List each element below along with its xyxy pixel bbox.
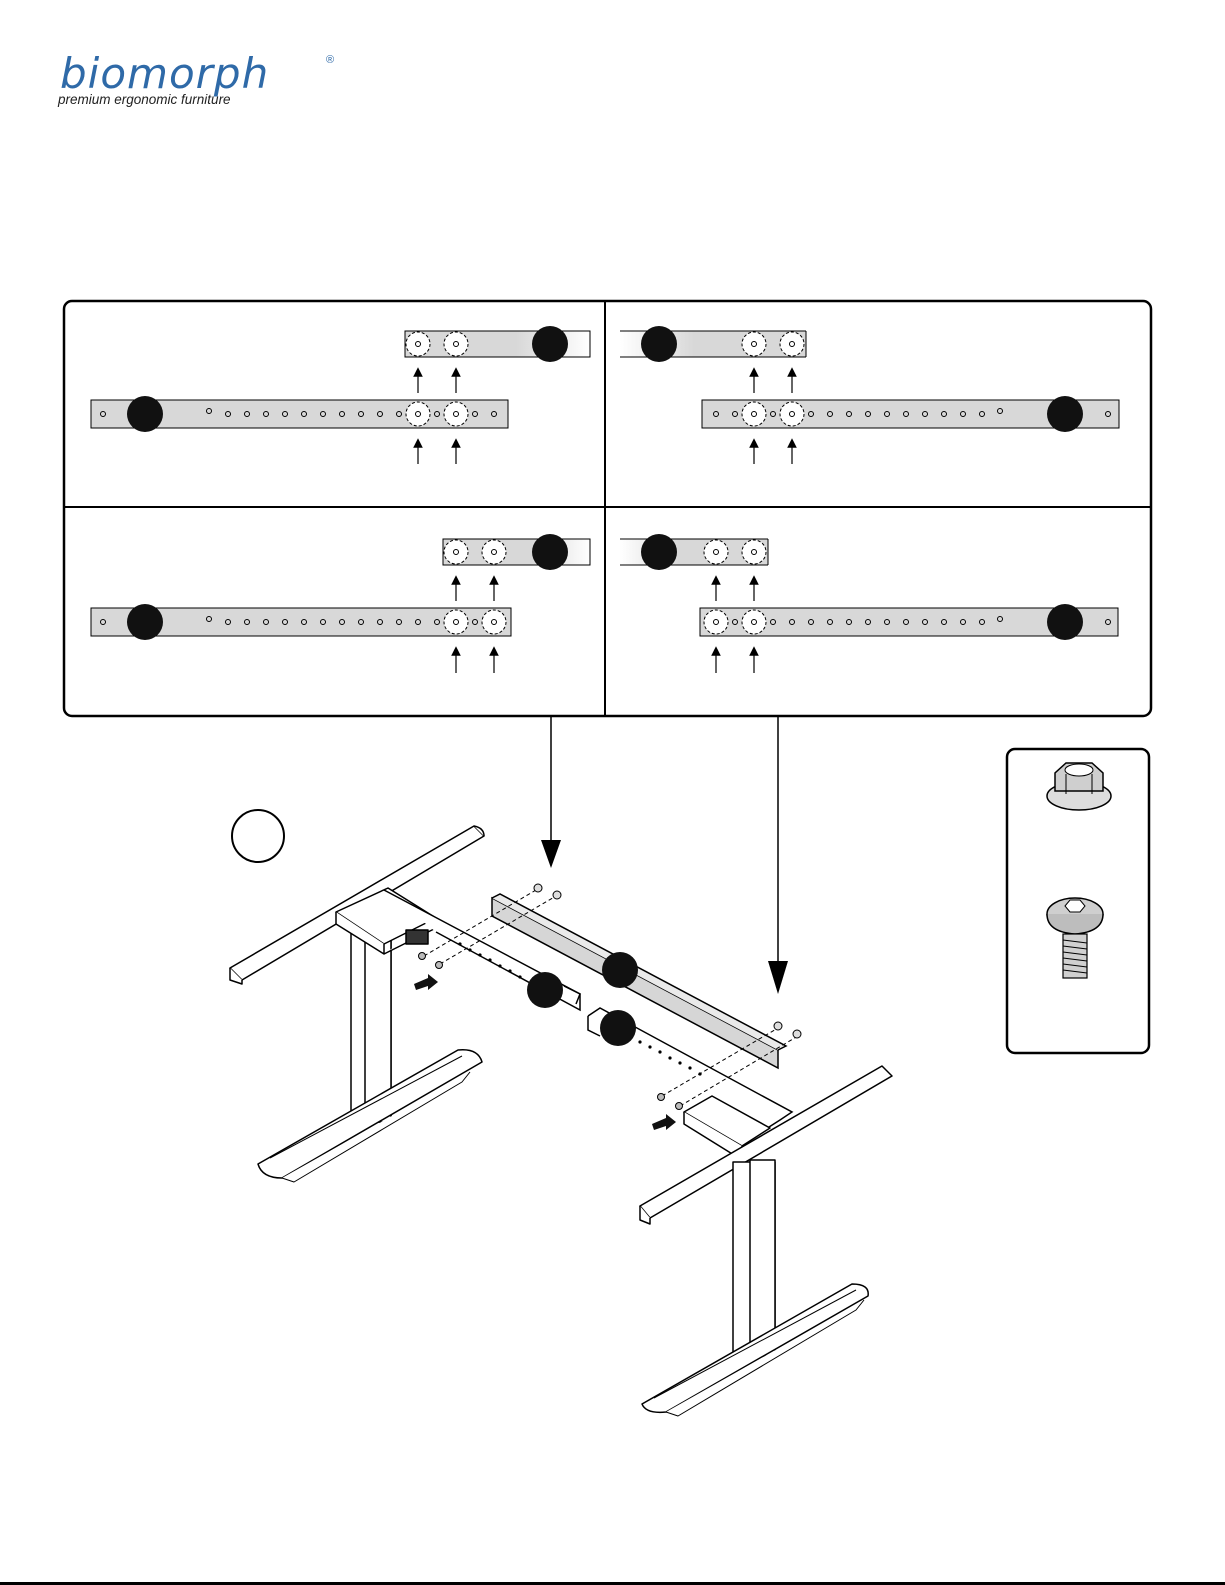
detail-panel <box>64 301 1151 716</box>
callout-dot <box>532 534 568 570</box>
quadrant-top-left <box>91 326 590 464</box>
left-leg-assembly <box>230 826 484 1182</box>
callout-dot <box>127 396 163 432</box>
callout-dot <box>1047 396 1083 432</box>
insert-arrow-icon <box>652 1114 676 1130</box>
callout-dot <box>641 326 677 362</box>
insert-arrow-icon <box>414 974 438 990</box>
callout-dot <box>600 1010 636 1046</box>
left-cross-beam <box>384 890 580 1010</box>
callout-dot <box>527 972 563 1008</box>
quadrant-bottom-left <box>91 534 590 673</box>
callout-dot <box>127 604 163 640</box>
callout-dot <box>641 534 677 570</box>
quadrant-bottom-right <box>620 534 1118 673</box>
callout-dot <box>602 952 638 988</box>
step-number-circle <box>232 810 284 862</box>
hardware-box <box>1007 749 1149 1053</box>
callout-dot <box>1047 604 1083 640</box>
callout-dot <box>532 326 568 362</box>
quadrant-top-right <box>620 326 1119 464</box>
